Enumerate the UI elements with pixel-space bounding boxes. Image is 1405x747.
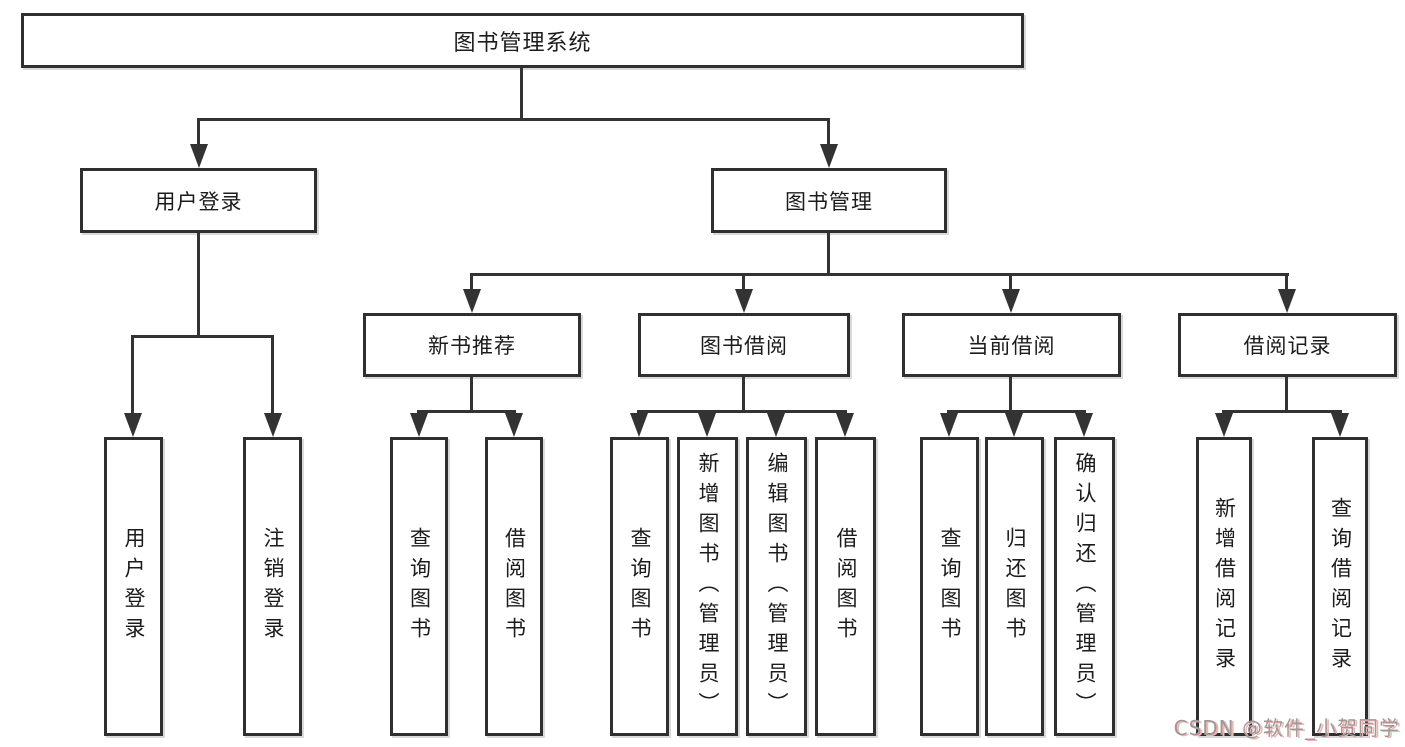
connector-currentborrow-branch [947, 410, 1086, 413]
arrowhead-leaf [767, 413, 785, 437]
connector-stem [131, 335, 134, 417]
arrowhead-current-borrowing [1002, 289, 1020, 313]
arrowhead-user-login [190, 144, 208, 168]
node-new-book-recommendation: 新书推荐 [363, 313, 581, 377]
leaf-borrow-book-newbook: 借阅图书 [485, 437, 543, 736]
leaf-confirm-return-admin: 确认归还（管理员） [1054, 437, 1115, 736]
node-label: 确认归还（管理员） [1073, 451, 1097, 722]
connector-bookborrow-stem [742, 377, 745, 412]
leaf-query-book-newbook: 查询图书 [390, 437, 448, 736]
connector-bookborrow-branch [637, 410, 847, 413]
node-label: 归还图书 [1003, 526, 1027, 647]
node-label: 当前借阅 [967, 334, 1056, 358]
arrowhead-leaf [1331, 413, 1349, 437]
node-label: 查询图书 [628, 526, 652, 647]
connector-currentborrow-stem [1009, 377, 1012, 412]
connector-bookmgmt-branch [470, 273, 1289, 276]
leaf-add-borrow-record: 新增借阅记录 [1196, 437, 1252, 736]
arrowhead-book-borrowing [735, 289, 753, 313]
connector-stem [1009, 273, 1012, 291]
leaf-logout: 注销登录 [243, 437, 302, 736]
arrowhead-leaf [1075, 413, 1093, 437]
arrowhead-leaf [698, 413, 716, 437]
connector-root-branch [197, 118, 830, 121]
arrowhead-new-book [463, 289, 481, 313]
arrowhead-leaf [836, 413, 854, 437]
connector-stem [271, 335, 274, 417]
connector-records-branch [1222, 410, 1342, 413]
node-label: 新书推荐 [428, 334, 516, 358]
leaf-add-book-admin: 新增图书（管理员） [677, 437, 738, 736]
leaf-borrow-book: 借阅图书 [815, 437, 876, 736]
arrowhead-leaf [1005, 413, 1023, 437]
arrowhead-leaf [1215, 413, 1233, 437]
arrowhead-leaf [264, 413, 282, 437]
arrowhead-book-management [820, 144, 838, 168]
arrowhead-leaf [410, 413, 428, 437]
node-borrowing-records: 借阅记录 [1178, 313, 1397, 377]
node-book-borrowing: 图书借阅 [638, 313, 850, 377]
node-label: 图书管理系统 [453, 30, 592, 56]
leaf-edit-book-admin: 编辑图书（管理员） [746, 437, 807, 736]
node-label: 新增借阅记录 [1212, 496, 1237, 677]
node-label: 借阅图书 [834, 526, 858, 647]
arrowhead-borrowing-records [1278, 289, 1296, 313]
node-book-management: 图书管理 [711, 168, 947, 233]
node-library-management-system: 图书管理系统 [21, 13, 1024, 68]
node-label: 注销登录 [261, 526, 285, 647]
connector-stem [1285, 273, 1288, 291]
connector-newbook-branch [417, 410, 516, 413]
connector-userlogin-branch [131, 335, 274, 338]
node-label: 图书借阅 [700, 334, 788, 358]
leaf-query-book-current: 查询图书 [920, 437, 979, 736]
connector-stem [742, 273, 745, 291]
arrowhead-leaf [630, 413, 648, 437]
connector-root-stem [520, 68, 523, 120]
arrowhead-leaf [940, 413, 958, 437]
connector-records-stem [1285, 377, 1288, 412]
connector-stem [197, 118, 200, 148]
connector-bookmgmt-stem [827, 233, 830, 275]
connector-stem [827, 118, 830, 148]
node-label: 借阅图书 [502, 526, 527, 647]
connector-userlogin-stem [197, 233, 200, 337]
node-label: 查询借阅记录 [1328, 496, 1353, 677]
csdn-watermark: CSDN @软件_小贺同学 [1173, 716, 1400, 740]
arrowhead-leaf [505, 413, 523, 437]
node-label: 新增图书（管理员） [696, 451, 720, 722]
leaf-user-login: 用户登录 [104, 437, 163, 736]
node-label: 图书管理 [785, 189, 873, 214]
node-label: 用户登录 [154, 189, 243, 214]
node-label: 查询图书 [938, 526, 962, 647]
node-user-login: 用户登录 [80, 168, 317, 233]
node-label: 查询图书 [407, 526, 432, 647]
leaf-query-book-borrow: 查询图书 [610, 437, 669, 736]
leaf-return-book: 归还图书 [985, 437, 1044, 736]
node-current-borrowing: 当前借阅 [902, 313, 1121, 377]
arrowhead-leaf [124, 413, 142, 437]
leaf-query-borrow-record: 查询借阅记录 [1312, 437, 1368, 736]
node-label: 借阅记录 [1243, 334, 1332, 358]
node-label: 用户登录 [122, 526, 146, 647]
connector-stem [470, 273, 473, 291]
node-label: 编辑图书（管理员） [765, 451, 789, 722]
connector-newbook-stem [470, 377, 473, 412]
